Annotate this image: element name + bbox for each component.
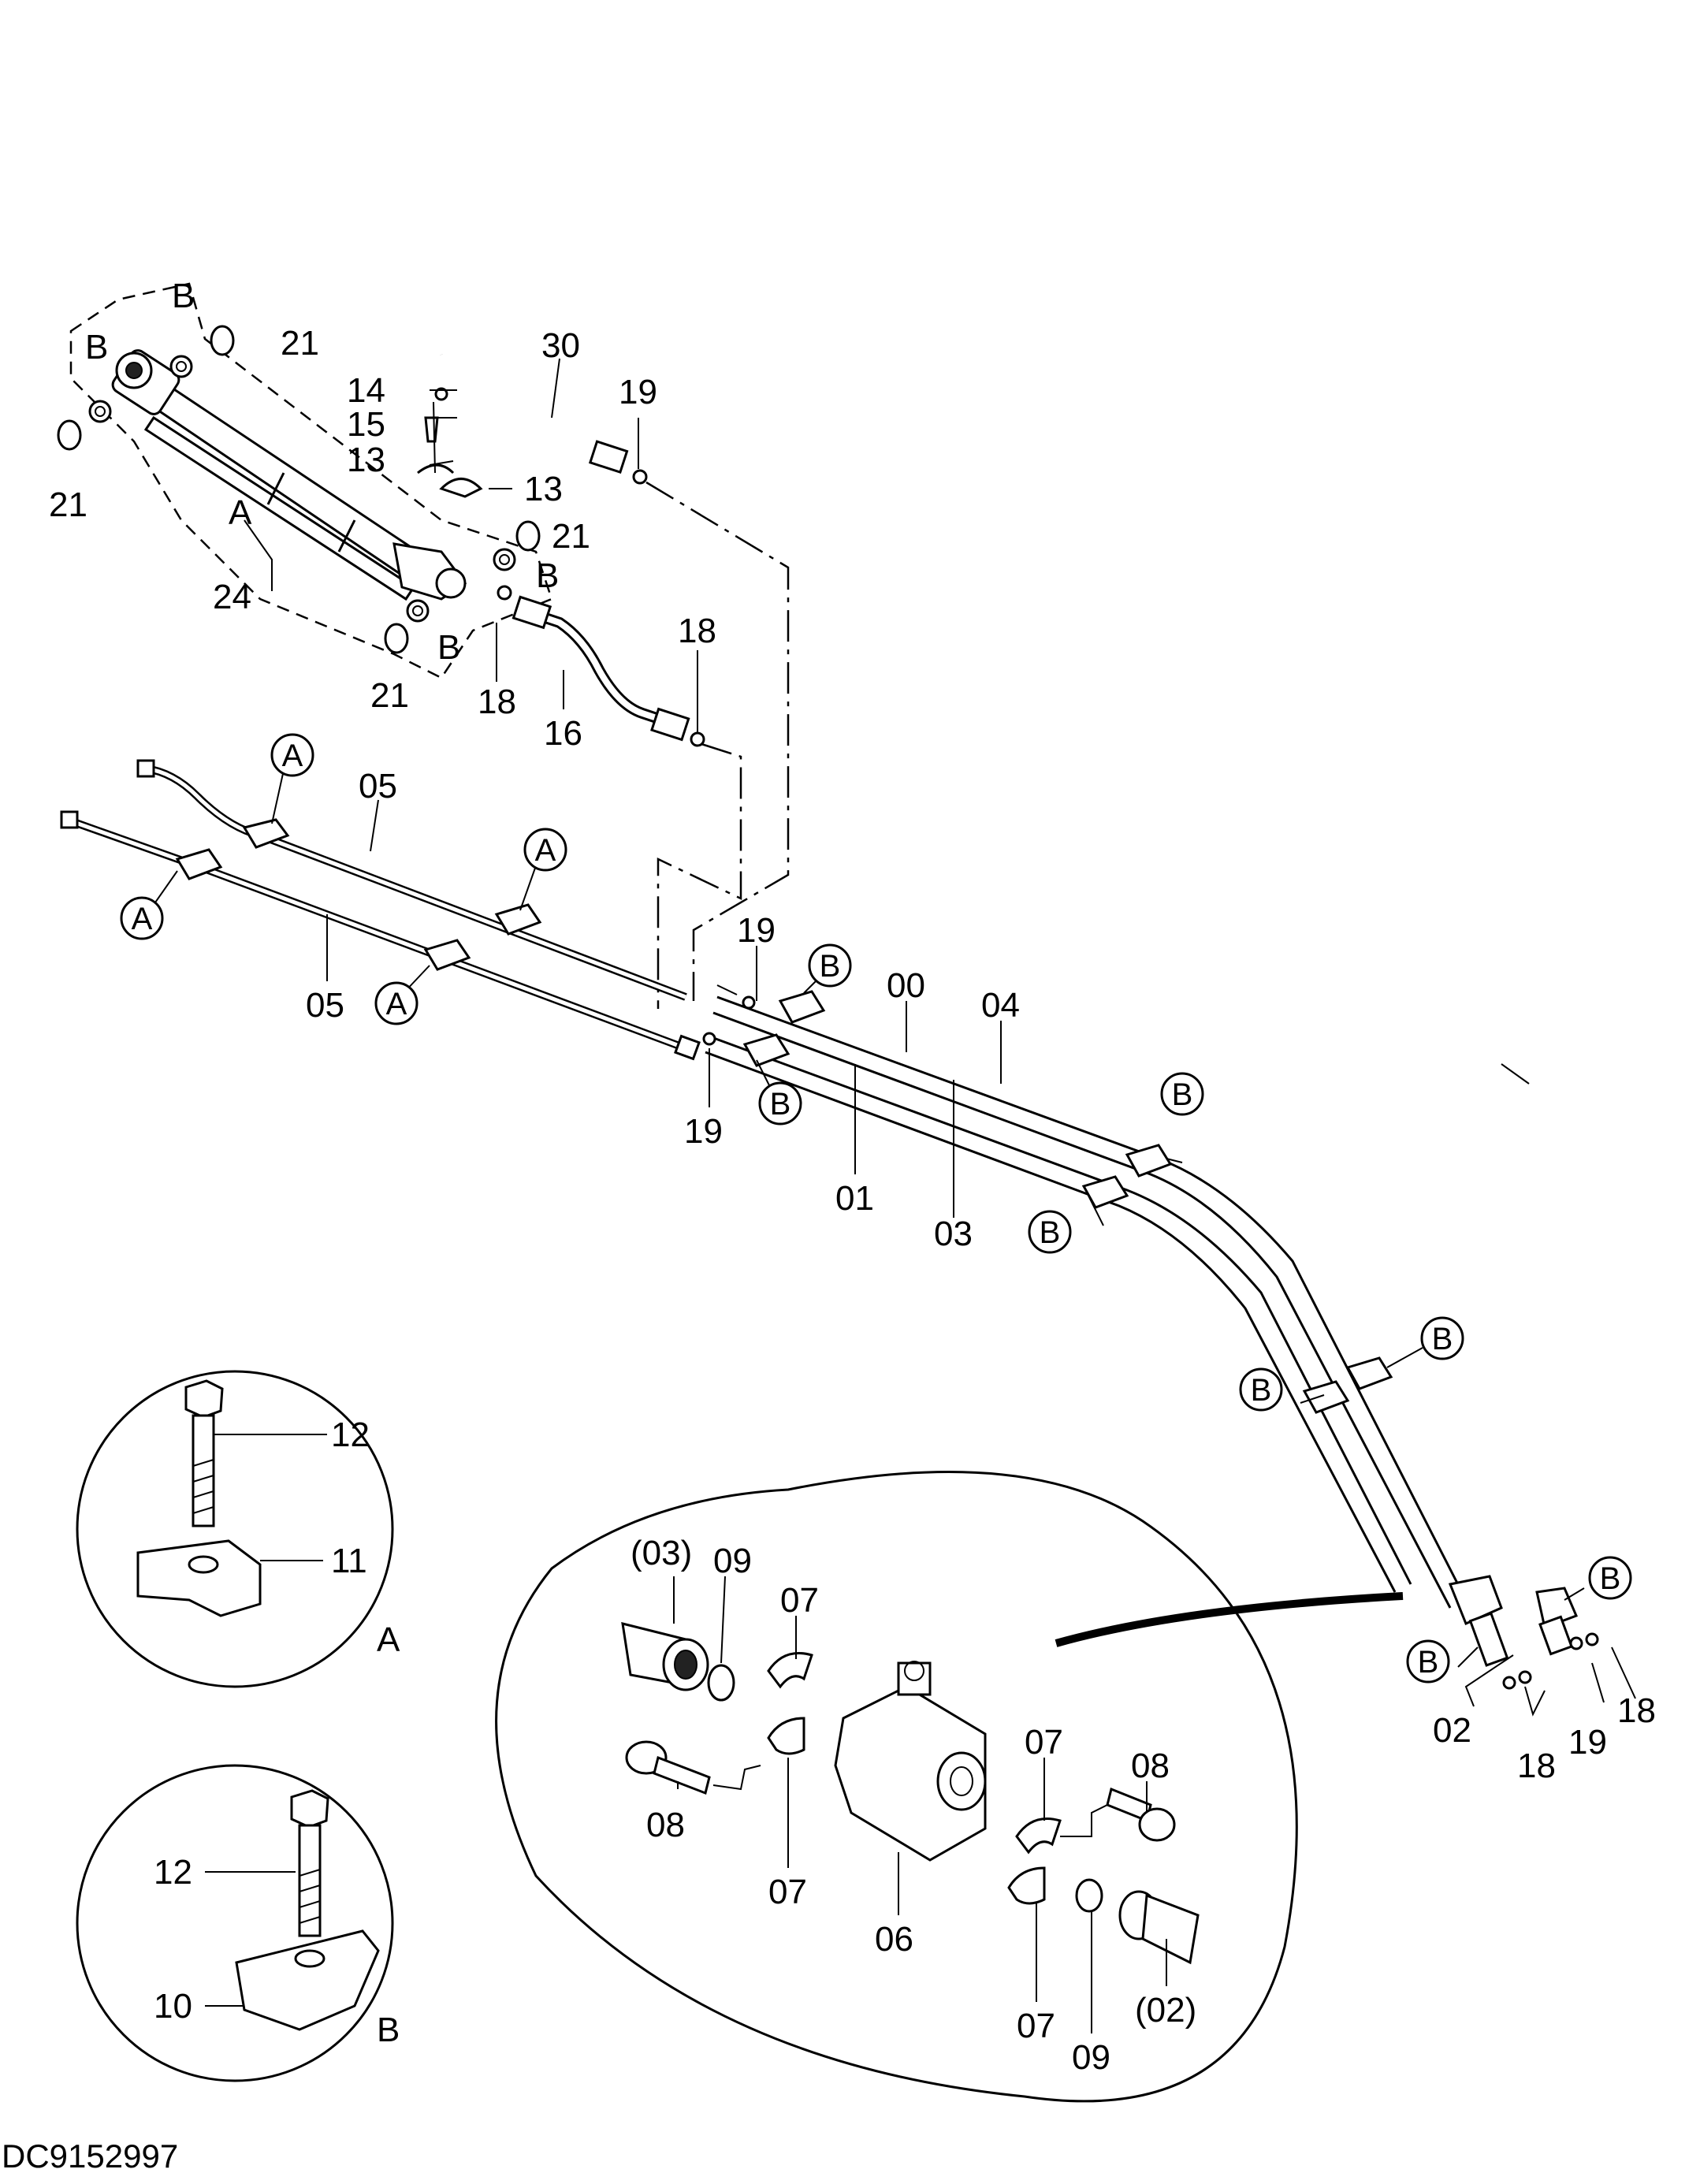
label-30: 30 bbox=[541, 326, 580, 365]
label-b: B bbox=[85, 328, 108, 366]
label-18: 18 bbox=[478, 683, 516, 721]
svg-text:A: A bbox=[132, 902, 153, 936]
label-05: 05 bbox=[306, 986, 344, 1025]
label-15: 15 bbox=[347, 405, 385, 444]
callout-a: A bbox=[270, 733, 314, 777]
label-03-ref: (03) bbox=[631, 1534, 692, 1572]
hoses-05 bbox=[60, 759, 701, 1061]
svg-text:B: B bbox=[770, 1087, 791, 1122]
callout-a: A bbox=[523, 828, 567, 872]
label-12: 12 bbox=[331, 1416, 370, 1454]
svg-text:A: A bbox=[386, 987, 407, 1021]
label-b: B bbox=[536, 556, 559, 595]
svg-text:B: B bbox=[1251, 1373, 1272, 1408]
callout-b: B bbox=[1160, 1072, 1204, 1116]
label-b: B bbox=[437, 628, 460, 667]
tube-30 bbox=[439, 333, 623, 459]
label-19: 19 bbox=[737, 911, 776, 950]
svg-text:B: B bbox=[1172, 1077, 1193, 1112]
label-21: 21 bbox=[49, 486, 87, 524]
label-10: 10 bbox=[154, 1987, 192, 2026]
svg-text:B: B bbox=[1040, 1215, 1061, 1250]
callout-b: B bbox=[1028, 1210, 1072, 1254]
label-13: 13 bbox=[347, 441, 385, 479]
hose-bundle bbox=[702, 984, 1599, 1690]
label-24: 24 bbox=[213, 578, 251, 616]
label-18: 18 bbox=[1617, 1691, 1656, 1730]
callout-b: B bbox=[1420, 1316, 1464, 1360]
callout-b: B bbox=[808, 943, 852, 988]
callout-b: B bbox=[1588, 1556, 1632, 1600]
detail-a bbox=[76, 1370, 394, 1688]
label-19: 19 bbox=[684, 1112, 723, 1151]
label-05: 05 bbox=[359, 767, 397, 806]
label-detail-a: A bbox=[377, 1620, 400, 1659]
label-13: 13 bbox=[524, 470, 563, 508]
label-04: 04 bbox=[981, 986, 1020, 1025]
label-21: 21 bbox=[370, 676, 409, 715]
label-14: 14 bbox=[347, 371, 385, 410]
label-01: 01 bbox=[835, 1179, 874, 1218]
label-18: 18 bbox=[678, 612, 716, 650]
svg-text:B: B bbox=[1432, 1322, 1453, 1356]
part-labels: 21 21 21 21 B B B B A 24 14 15 13 13 30 … bbox=[2, 277, 1656, 2175]
label-19: 19 bbox=[619, 373, 657, 411]
label-07: 07 bbox=[1025, 1723, 1063, 1762]
label-08: 08 bbox=[1131, 1747, 1170, 1785]
svg-text:B: B bbox=[820, 949, 841, 984]
callout-b: B bbox=[758, 1081, 802, 1125]
label-02-ref: (02) bbox=[1135, 1991, 1196, 2030]
label-11: 11 bbox=[331, 1542, 367, 1580]
label-08: 08 bbox=[646, 1806, 685, 1844]
label-09: 09 bbox=[713, 1542, 752, 1580]
callout-a: A bbox=[374, 981, 418, 1025]
label-07: 07 bbox=[768, 1873, 807, 1911]
label-16: 16 bbox=[544, 714, 582, 753]
drawing-code: DC9152997 bbox=[2, 2137, 178, 2175]
label-b: B bbox=[172, 277, 195, 315]
label-02: 02 bbox=[1433, 1711, 1471, 1750]
label-06: 06 bbox=[875, 1920, 913, 1959]
svg-text:B: B bbox=[1418, 1645, 1439, 1680]
swivel-detail bbox=[495, 1471, 1404, 2103]
label-detail-b: B bbox=[377, 2011, 400, 2049]
svg-text:A: A bbox=[535, 833, 556, 868]
label-21: 21 bbox=[281, 324, 319, 363]
label-00: 00 bbox=[887, 966, 925, 1005]
label-07: 07 bbox=[780, 1581, 819, 1620]
svg-text:B: B bbox=[1600, 1561, 1621, 1596]
label-18: 18 bbox=[1517, 1747, 1556, 1785]
label-03: 03 bbox=[934, 1215, 973, 1253]
callout-b: B bbox=[1239, 1367, 1283, 1412]
detail-b bbox=[76, 1764, 394, 2082]
callouts: A A A A B B B B B B B B bbox=[120, 733, 1632, 1684]
svg-text:A: A bbox=[282, 739, 303, 773]
label-19: 19 bbox=[1568, 1723, 1607, 1762]
callout-b: B bbox=[1406, 1639, 1450, 1684]
label-12: 12 bbox=[154, 1853, 192, 1892]
label-09: 09 bbox=[1072, 2038, 1110, 2077]
tube-16 bbox=[523, 608, 679, 728]
label-07: 07 bbox=[1017, 2007, 1055, 2045]
callout-a: A bbox=[120, 896, 164, 940]
label-a: A bbox=[229, 493, 252, 532]
label-21: 21 bbox=[552, 517, 590, 556]
cylinder-assembly bbox=[57, 282, 553, 679]
